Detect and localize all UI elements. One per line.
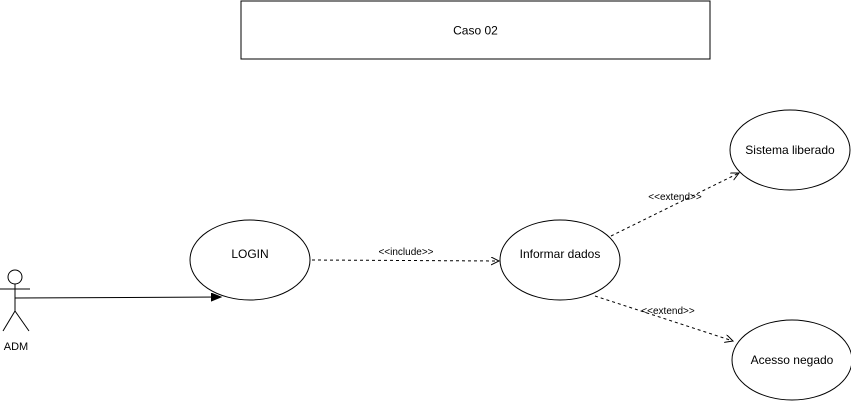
extend-top-label: <<extend>> xyxy=(648,192,702,203)
use-case-informar-dados[interactable]: Informar dados xyxy=(499,219,621,301)
extend-top-edge[interactable] xyxy=(610,173,739,237)
use-case-acesso-negado-label: Acesso negado xyxy=(751,353,834,367)
use-case-login[interactable]: LOGIN xyxy=(189,219,311,301)
use-case-login-label: LOGIN xyxy=(231,247,268,261)
include-edge[interactable] xyxy=(311,260,499,261)
use-case-acesso-negado[interactable]: Acesso negado xyxy=(731,319,851,401)
title-box-label: Caso 02 xyxy=(453,24,498,38)
actor-label: ADM xyxy=(4,341,28,353)
use-case-informar-dados-label: Informar dados xyxy=(520,247,601,261)
use-case-sistema-liberado[interactable]: Sistema liberado xyxy=(729,109,851,191)
include-label: <<include>> xyxy=(378,247,433,258)
use-case-sistema-liberado-label: Sistema liberado xyxy=(745,143,835,157)
title-box[interactable]: Caso 02 xyxy=(240,0,711,60)
extend-bottom-label: <<extend>> xyxy=(641,306,695,317)
actor-right-leg xyxy=(14,310,30,332)
extend-bottom-edge[interactable] xyxy=(594,295,733,341)
association-edge[interactable] xyxy=(14,297,221,298)
actor-head xyxy=(7,269,23,285)
actor-adm[interactable] xyxy=(0,269,30,332)
actor-left-leg xyxy=(2,310,16,332)
